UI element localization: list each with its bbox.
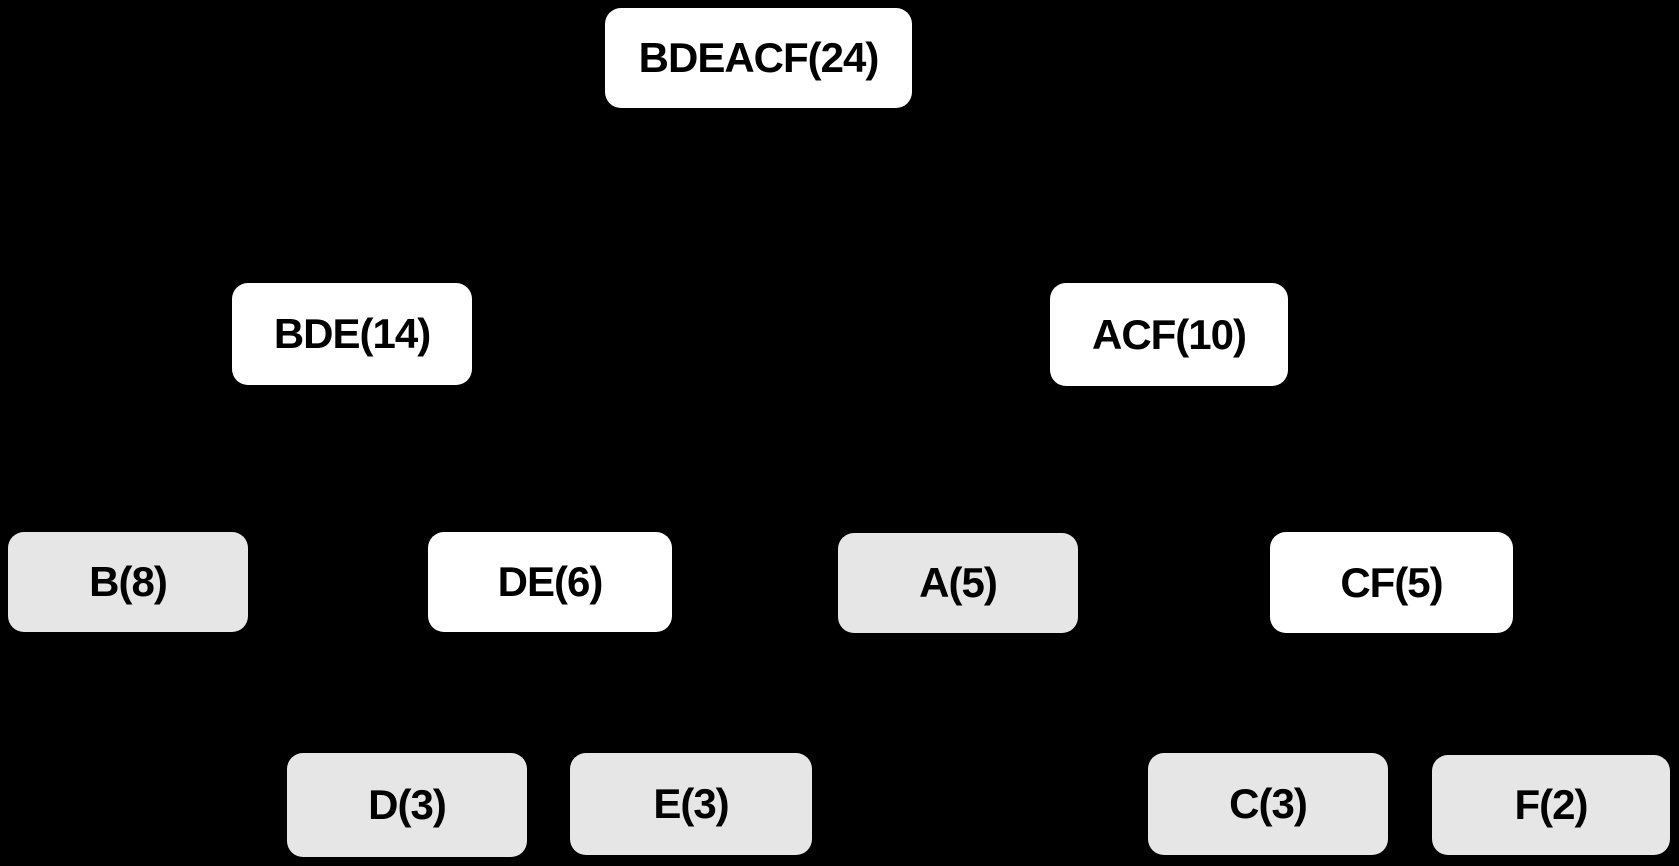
tree-node-de: DE(6) bbox=[428, 532, 672, 632]
tree-node-label: B(8) bbox=[89, 558, 168, 605]
tree-node-label: DE(6) bbox=[497, 558, 604, 605]
tree-node-b: B(8) bbox=[8, 532, 248, 632]
tree-node-a: A(5) bbox=[838, 533, 1078, 633]
tree-node-label: ACF(10) bbox=[1091, 310, 1247, 358]
tree-node-label: E(3) bbox=[653, 780, 729, 827]
tree-node-d: D(3) bbox=[287, 753, 527, 857]
tree-node-bdeacf: BDEACF(24) bbox=[605, 8, 912, 108]
tree-node-label: CF(5) bbox=[1340, 558, 1443, 606]
tree-node-label: BDE(14) bbox=[273, 310, 431, 357]
tree-node-label: C(3) bbox=[1229, 780, 1308, 827]
tree-node-label: F(2) bbox=[1514, 781, 1589, 828]
tree-node-label: D(3) bbox=[368, 781, 447, 828]
tree-node-e: E(3) bbox=[570, 753, 812, 855]
tree-node-cf: CF(5) bbox=[1270, 532, 1513, 633]
tree-node-bde: BDE(14) bbox=[232, 283, 472, 385]
tree-node-label: A(5) bbox=[919, 559, 998, 606]
tree-node-f: F(2) bbox=[1432, 755, 1670, 855]
tree-node-acf: ACF(10) bbox=[1050, 283, 1288, 386]
tree-node-label: BDEACF(24) bbox=[638, 34, 880, 81]
tree-node-c: C(3) bbox=[1148, 753, 1388, 855]
